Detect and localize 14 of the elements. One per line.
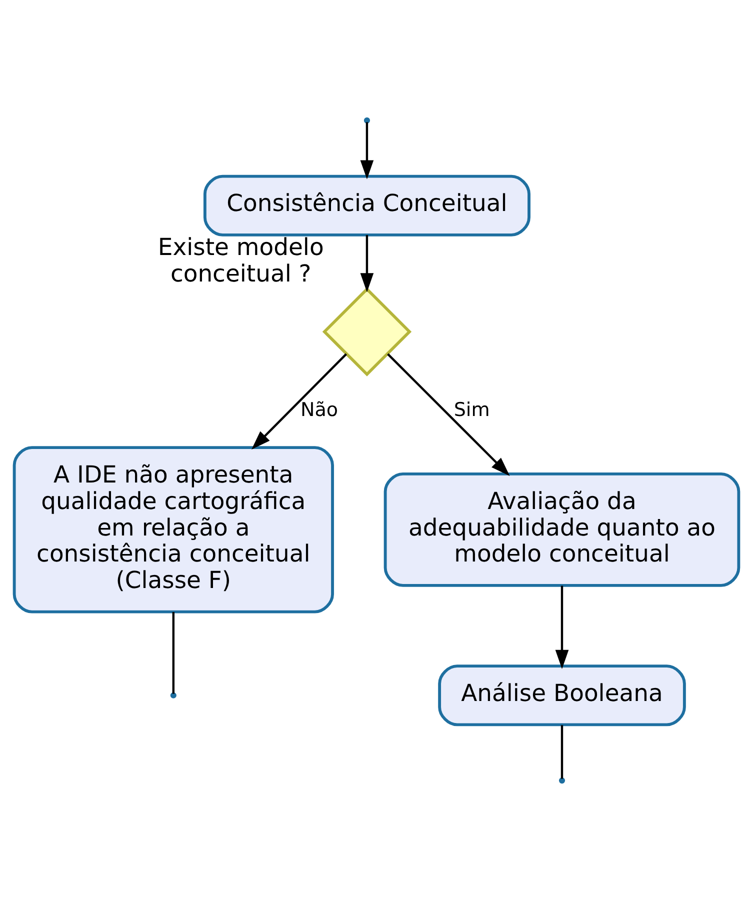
connector — [172, 612, 174, 694]
arrow — [360, 234, 374, 292]
arrow — [252, 352, 348, 449]
node-diamond — [322, 286, 412, 376]
arrow — [387, 352, 510, 476]
node-box: Análise Booleana — [438, 664, 686, 726]
edge-label: Sim — [454, 398, 490, 420]
arrow — [555, 585, 569, 668]
node-box: A IDE não apresenta qualidade cartográfica em relação a consistência conceitual (Classe F) — [12, 446, 334, 613]
edge-label: Não — [300, 398, 338, 420]
node-box: Consistência Conceitual — [203, 174, 530, 236]
connector — [560, 724, 564, 778]
arrow — [360, 122, 374, 179]
node-box: Avaliação da adequabilidade quanto ao modelo conceitual — [384, 472, 740, 586]
